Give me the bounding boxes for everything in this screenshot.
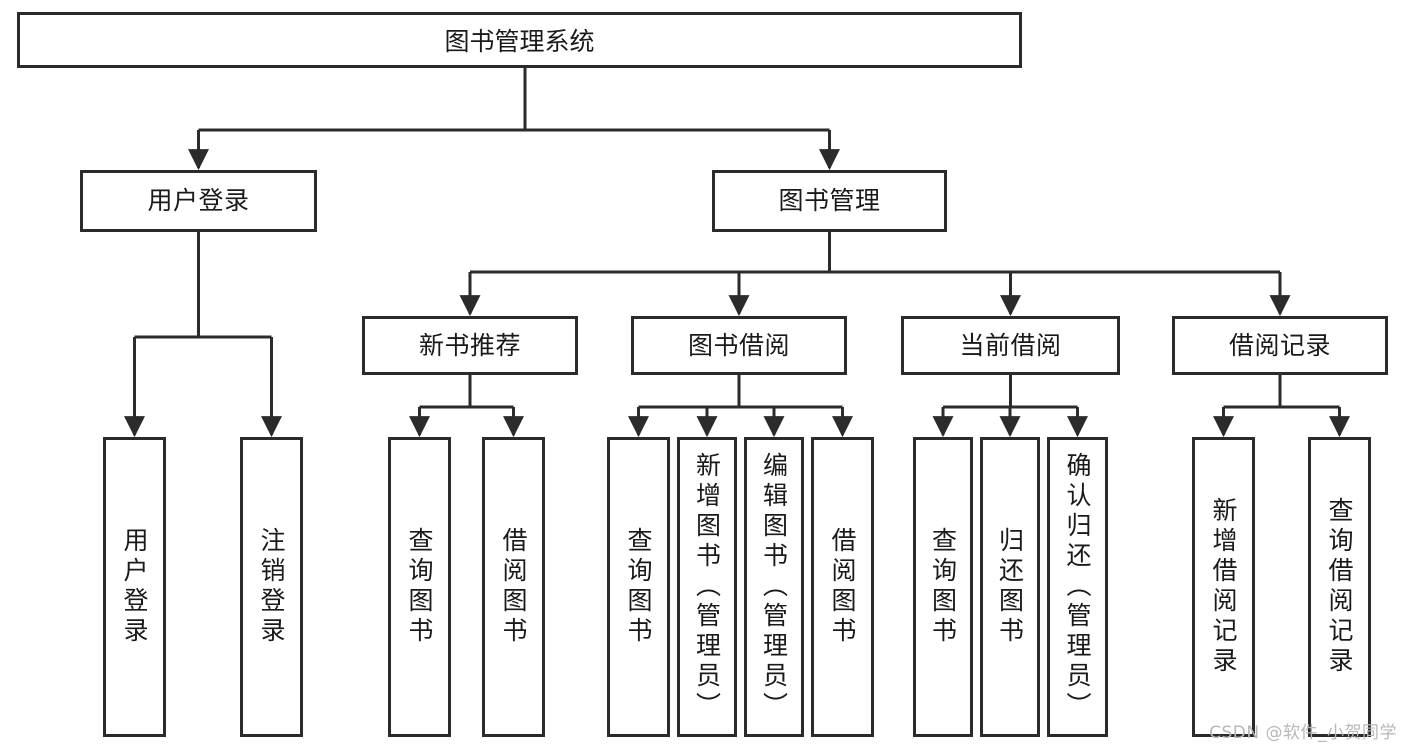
leaf-leaf-logout[interactable]: 注销登录 [240,437,303,737]
node-root-label: 图书管理系统 [444,27,595,56]
node-label: 查询图书 [405,527,434,647]
leaf-leaf-query-book-3[interactable]: 查询图书 [913,437,973,737]
leaf-leaf-add-book[interactable]: 新增图书（管理员） [677,437,737,737]
watermark: CSDN @软件_小贺同学 [1209,723,1397,743]
node-label: 新增图书（管理员） [692,452,722,722]
leaf-leaf-return-book[interactable]: 归还图书 [980,437,1040,737]
leaf-leaf-add-record[interactable]: 新增借阅记录 [1192,437,1255,737]
node-current-borrow[interactable]: 当前借阅 [901,316,1120,375]
leaf-leaf-query-book-1[interactable]: 查询图书 [388,437,451,737]
node-label: 注销登录 [257,527,286,647]
node-label: 用户登录 [147,186,250,216]
node-label: 用户登录 [120,527,149,647]
node-label: 图书管理 [778,186,881,216]
leaf-leaf-query-book-2[interactable]: 查询图书 [607,437,670,737]
node-label: 新书推荐 [418,330,521,360]
node-label: 编辑图书（管理员） [759,452,789,722]
node-label: 查询图书 [928,527,958,647]
node-root[interactable]: 图书管理系统 [17,12,1022,68]
leaf-leaf-borrow-book-2[interactable]: 借阅图书 [811,437,874,737]
leaf-leaf-borrow-book-1[interactable]: 借阅图书 [482,437,545,737]
node-label: 借阅图书 [499,527,528,647]
node-new-book-recommend[interactable]: 新书推荐 [362,316,578,375]
leaf-leaf-query-record[interactable]: 查询借阅记录 [1308,437,1371,737]
node-label: 查询图书 [624,527,653,647]
leaf-leaf-user-login[interactable]: 用户登录 [103,437,166,737]
node-label: 图书借阅 [687,330,790,360]
node-book-borrow[interactable]: 图书借阅 [631,316,847,375]
node-label: 借阅图书 [828,527,857,647]
node-book-manage[interactable]: 图书管理 [712,170,947,232]
node-label: 归还图书 [995,527,1025,647]
node-label: 当前借阅 [959,330,1062,360]
node-borrow-record[interactable]: 借阅记录 [1172,316,1388,375]
leaf-leaf-confirm-return[interactable]: 确认归还（管理员） [1047,437,1108,737]
node-label: 新增借阅记录 [1209,497,1238,677]
leaf-leaf-edit-book[interactable]: 编辑图书（管理员） [744,437,804,737]
node-label: 查询借阅记录 [1325,497,1354,677]
node-user-login[interactable]: 用户登录 [80,170,317,232]
node-label: 确认归还（管理员） [1063,452,1092,722]
node-label: 借阅记录 [1228,330,1331,360]
